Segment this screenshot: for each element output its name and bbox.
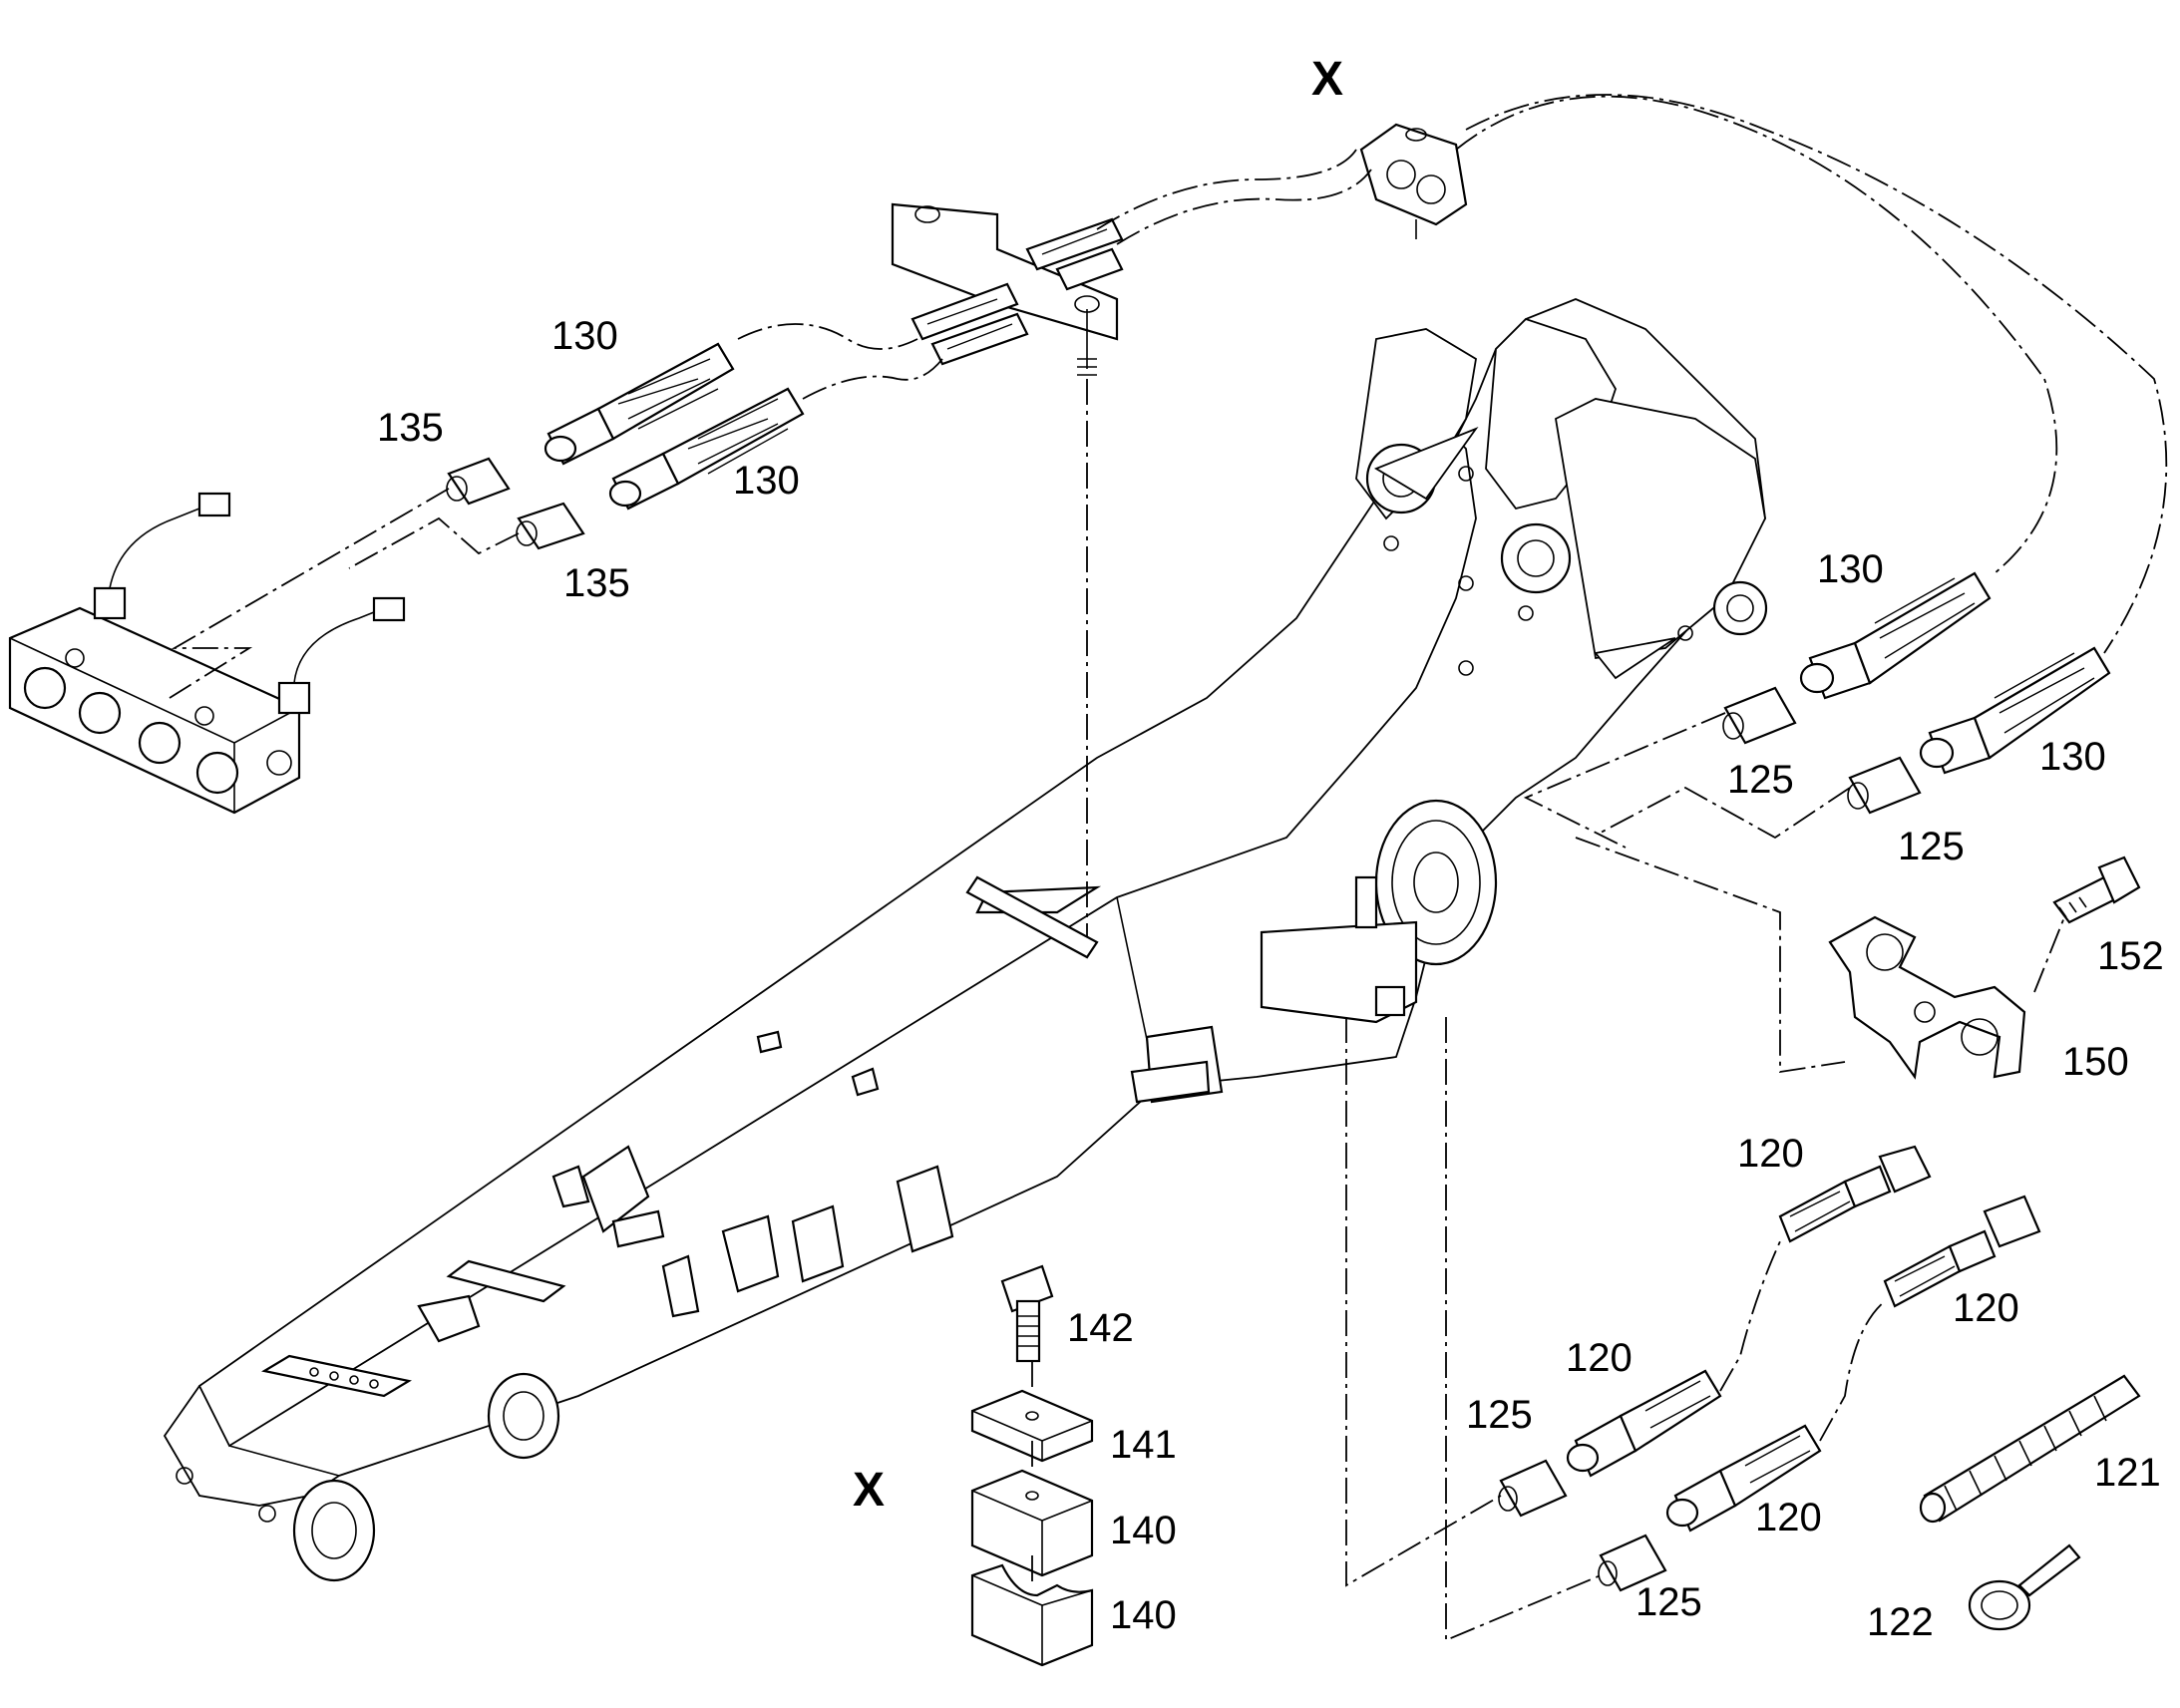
cover-plate-141 (970, 1389, 1094, 1463)
callout-140-a: 140 (1110, 1509, 1177, 1552)
hose-130-top (544, 342, 735, 466)
valve-block (8, 492, 406, 815)
callout-130-right-1: 130 (1817, 547, 1884, 591)
hose-clamp-122 (1968, 1543, 2081, 1631)
callout-120-a: 120 (1737, 1132, 1804, 1176)
callout-122: 122 (1867, 1600, 1934, 1644)
callout-125-right-2: 125 (1898, 825, 1965, 868)
hose-120-c (1566, 1369, 1722, 1478)
clamp-150 (1828, 915, 2026, 1080)
callout-120-d: 120 (1755, 1496, 1822, 1539)
callout-120-c: 120 (1566, 1336, 1633, 1380)
fitting-125-left (1498, 1459, 1568, 1518)
callout-125-left: 125 (1466, 1393, 1533, 1437)
center-hose-clamp (891, 202, 1119, 376)
callout-152: 152 (2097, 934, 2164, 978)
callout-130-top: 130 (551, 314, 618, 358)
hose-130-mid (608, 387, 805, 511)
callout-130-right-2: 130 (2039, 735, 2106, 779)
callout-135-top: 135 (377, 406, 444, 450)
callout-121: 121 (2094, 1451, 2161, 1495)
fitting-125-right-2 (1847, 756, 1922, 815)
fitting-125-bottom (1598, 1534, 1667, 1592)
callout-150: 150 (2062, 1040, 2129, 1084)
bolt-152 (2052, 855, 2141, 924)
hose-120-d (1665, 1424, 1822, 1533)
callout-125-bottom: 125 (1635, 1580, 1702, 1624)
fitting-135-bot (516, 502, 585, 550)
hose-ends-center (910, 217, 1124, 366)
fitting-135-top (446, 457, 511, 506)
clamp-half-140-a (970, 1469, 1094, 1577)
hose-130-right-1 (1799, 571, 1992, 700)
routing-lines (169, 94, 2168, 1642)
boom-arm (163, 298, 1768, 1582)
clamp-half-140-b (970, 1563, 1094, 1667)
protective-spiral-121 (1919, 1374, 2141, 1524)
view-marker-x-bottom: X (853, 1464, 885, 1517)
hose-130-right-2 (1919, 646, 2111, 775)
callout-120-b: 120 (1953, 1286, 2019, 1330)
callout-140-b: 140 (1110, 1593, 1177, 1637)
callout-135-bottom: 135 (563, 561, 630, 605)
hose-120-a (1778, 1145, 1932, 1243)
callout-125-right-1: 125 (1727, 758, 1794, 802)
bolt-142 (1000, 1264, 1054, 1363)
hose-120-b (1883, 1195, 2041, 1308)
x-view-clamp-top (1359, 123, 1468, 239)
fitting-125-right-1 (1722, 686, 1797, 745)
view-marker-x-top: X (1311, 53, 1343, 106)
callout-141: 141 (1110, 1423, 1177, 1467)
callout-142: 142 (1067, 1306, 1134, 1350)
callout-130-mid: 130 (733, 459, 800, 503)
